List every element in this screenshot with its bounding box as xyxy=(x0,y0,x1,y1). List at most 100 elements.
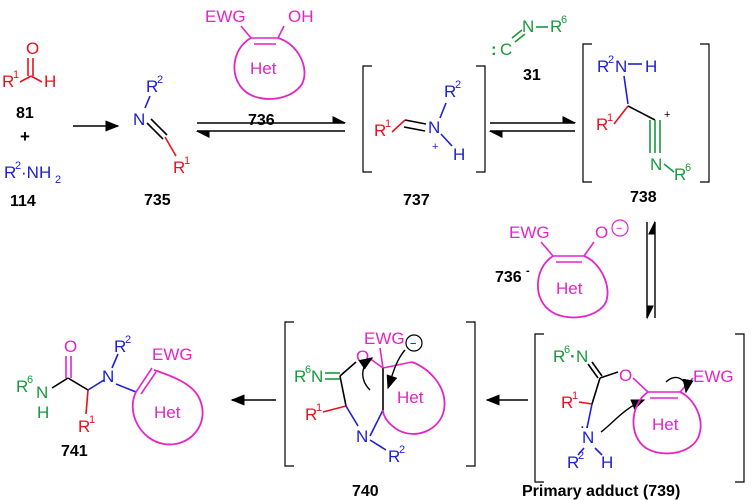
svg-text:6: 6 xyxy=(305,364,311,376)
compound-31-label: 31 xyxy=(523,67,541,84)
svg-text:N: N xyxy=(576,347,588,366)
svg-text:1: 1 xyxy=(385,118,391,130)
svg-text:N: N xyxy=(522,17,534,36)
svg-text:H: H xyxy=(453,145,465,164)
svg-text:·: · xyxy=(570,347,576,366)
svg-text:N: N xyxy=(650,155,662,174)
svg-text:O: O xyxy=(619,366,632,385)
equilibrium-arrow-1 xyxy=(195,116,347,138)
svg-text:Het: Het xyxy=(397,388,424,407)
svg-text:+: + xyxy=(664,109,670,121)
equilibrium-arrow-2 xyxy=(488,116,577,138)
svg-text:1: 1 xyxy=(607,112,613,124)
compound-737-label: 737 xyxy=(403,192,430,209)
nitrilium-738: R 2 N H R 1 + N R 6 738 xyxy=(582,43,710,206)
svg-text:R: R xyxy=(146,77,158,96)
svg-text:EWG: EWG xyxy=(364,329,405,348)
svg-text:1: 1 xyxy=(316,402,322,414)
svg-text:R: R xyxy=(567,453,579,472)
svg-text:O: O xyxy=(64,337,77,356)
svg-text:6: 6 xyxy=(27,374,33,386)
anion-736-minus: EWG O − Het 736 - xyxy=(495,219,629,319)
svg-text:·NH: ·NH xyxy=(21,163,51,182)
svg-text:EWG: EWG xyxy=(152,345,193,364)
svg-text:Het: Het xyxy=(652,415,679,434)
svg-text:N: N xyxy=(102,367,114,386)
svg-text::: : xyxy=(491,40,497,59)
spiro-intermediate-740: R 6 N O R 1 N R 2 EWG − Het 740 xyxy=(284,321,476,500)
svg-text:H: H xyxy=(645,57,657,76)
svg-text:−: − xyxy=(616,223,622,235)
svg-text:OH: OH xyxy=(288,7,314,26)
svg-text:−: − xyxy=(410,338,416,350)
equilibrium-arrow-3 xyxy=(646,220,656,320)
svg-text:+: + xyxy=(20,127,30,146)
svg-text:H: H xyxy=(37,403,49,422)
compound-736-label: 736 xyxy=(248,112,275,129)
svg-text:R: R xyxy=(550,17,562,36)
svg-text:-: - xyxy=(526,265,530,277)
svg-text:EWG: EWG xyxy=(509,223,550,242)
svg-text:H: H xyxy=(44,72,56,91)
product-741: O R 6 N H R 1 N R 2 EWG Het 741 xyxy=(16,334,204,460)
primary-adduct-label: Primary adduct (739) xyxy=(522,483,680,500)
svg-text:..: .. xyxy=(580,413,589,432)
aldehyde-81: O R 1 H 81 + R 2 ·NH 2 114 xyxy=(2,39,61,210)
compound-738-label: 738 xyxy=(630,189,657,206)
svg-text:O: O xyxy=(26,39,39,58)
svg-text:R: R xyxy=(444,82,456,101)
svg-text:R: R xyxy=(596,115,608,134)
svg-text:1: 1 xyxy=(89,414,95,426)
svg-text:6: 6 xyxy=(561,14,567,26)
svg-text:R: R xyxy=(674,165,686,184)
svg-text:R: R xyxy=(78,417,90,436)
compound-741-label: 741 xyxy=(61,443,88,460)
reagent-736: EWG OH Het 736 xyxy=(205,7,314,129)
svg-text:2: 2 xyxy=(157,74,163,86)
svg-text:2: 2 xyxy=(455,79,461,91)
svg-text:Het: Het xyxy=(154,403,181,422)
compound-81-label: 81 xyxy=(16,105,34,122)
svg-text:R: R xyxy=(561,393,573,412)
svg-text:R: R xyxy=(16,377,28,396)
svg-text:N: N xyxy=(428,118,440,137)
svg-text:R: R xyxy=(553,347,565,366)
svg-text:N: N xyxy=(356,427,368,446)
svg-text:Het: Het xyxy=(556,279,583,298)
svg-text:+: + xyxy=(432,141,438,153)
imine-735: R 2 N R 1 735 xyxy=(133,74,190,209)
svg-text:R: R xyxy=(597,57,609,76)
svg-text:2: 2 xyxy=(578,450,584,462)
svg-text:R: R xyxy=(4,163,16,182)
svg-text:C: C xyxy=(500,40,512,59)
svg-text:Het: Het xyxy=(250,59,277,78)
svg-text:N: N xyxy=(311,367,323,386)
svg-text:6: 6 xyxy=(564,344,570,356)
svg-text:1: 1 xyxy=(572,390,578,402)
svg-text:2: 2 xyxy=(399,444,405,456)
svg-text:N: N xyxy=(582,428,594,447)
compound-736-minus-label: 736 xyxy=(495,269,522,286)
svg-text:6: 6 xyxy=(685,162,691,174)
compound-114-label: 114 xyxy=(10,193,36,210)
svg-text:R: R xyxy=(374,121,386,140)
svg-text:N: N xyxy=(36,383,48,402)
primary-adduct-739: R 6 · N O R 1 N .. R 2 H EWG Het Primary… xyxy=(522,333,745,500)
compound-740-label: 740 xyxy=(352,483,379,500)
svg-text:R: R xyxy=(305,405,317,424)
svg-text:2: 2 xyxy=(15,160,21,172)
svg-text:O: O xyxy=(595,223,608,242)
svg-text:2: 2 xyxy=(608,54,614,66)
svg-text:EWG: EWG xyxy=(693,367,734,386)
svg-text:1: 1 xyxy=(184,155,190,167)
svg-text:R: R xyxy=(294,367,306,386)
svg-text:N: N xyxy=(133,110,145,129)
svg-text:R: R xyxy=(388,447,400,466)
svg-text:N: N xyxy=(615,57,627,76)
svg-text:EWG: EWG xyxy=(205,7,246,26)
svg-text:H: H xyxy=(601,453,613,472)
iminium-737: R 1 N + R 2 H 737 xyxy=(362,65,486,209)
isocyanide-31: : C N R 6 31 xyxy=(491,14,567,84)
svg-text:1: 1 xyxy=(13,69,19,81)
